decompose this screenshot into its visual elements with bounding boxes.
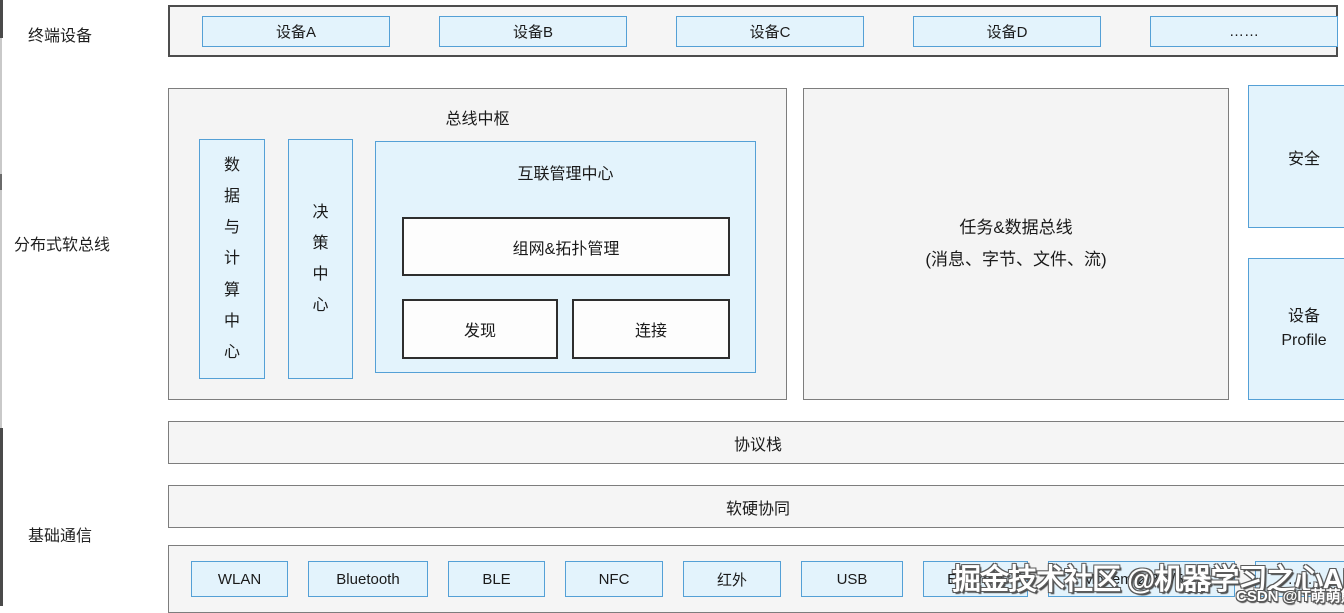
data-compute-center-box: 数 据 与 计 算 中 心 <box>199 139 265 379</box>
discovery-box: 发现 <box>402 299 558 359</box>
device-profile-box: 设备 Profile <box>1248 258 1344 400</box>
label-distributed-softbus: 分布式软总线 <box>14 237 111 254</box>
bus-hub-container: 总线中枢 数 据 与 计 算 中 心 决 策 中 心 互联管理中心 组网&拓扑管… <box>168 88 787 400</box>
task-data-bus-subtitle: (消息、字节、文件、流) <box>925 250 1107 269</box>
security-box: 安全 <box>1248 85 1344 228</box>
bus-hub-title: 总线中枢 <box>445 111 510 128</box>
task-data-bus-container: 任务&数据总线 (消息、字节、文件、流) <box>803 88 1229 400</box>
interconnect-mgmt-title: 互联管理中心 <box>517 166 614 183</box>
transport-modem-box: Modem(2/3/4/5G) <box>1048 561 1235 597</box>
transport-infrared-box: 红外 <box>683 561 781 597</box>
connection-box: 连接 <box>572 299 730 359</box>
hw-sw-collaboration-bar: 软硬协同 <box>168 485 1344 528</box>
label-basic-communication: 基础通信 <box>28 528 93 545</box>
transport-usb-box: USB <box>801 561 903 597</box>
left-edge-line <box>0 0 2 606</box>
watermark-juejin: 掘金技术社区 @机器学习之心AI <box>952 564 1344 596</box>
label-terminal-devices: 终端设备 <box>28 28 93 45</box>
task-data-bus-title: 任务&数据总线 <box>959 217 1073 237</box>
device-d-box: 设备D <box>913 15 1101 47</box>
device-a-box: 设备A <box>202 15 390 47</box>
transport-bluetooth-box: Bluetooth <box>308 561 428 597</box>
decision-center-box: 决 策 中 心 <box>288 139 353 379</box>
transport-ethernet-box: Ethernet <box>923 561 1028 597</box>
transport-ble-box: BLE <box>448 561 545 597</box>
transport-more-box: …… <box>1255 561 1344 597</box>
left-edge-mark-top <box>0 0 3 38</box>
device-b-box: 设备B <box>439 15 627 47</box>
device-c-box: 设备C <box>676 15 864 47</box>
transport-nfc-box: NFC <box>565 561 663 597</box>
networking-topology-box: 组网&拓扑管理 <box>402 217 730 276</box>
left-edge-mark-mid <box>0 174 2 190</box>
transport-wlan-box: WLAN <box>191 561 288 597</box>
device-more-box: …… <box>1150 15 1338 47</box>
watermark-csdn: CSDN @IT萌萌熊 <box>1236 588 1344 605</box>
left-edge-mark-bottom <box>0 428 3 606</box>
transports-container: WLAN Bluetooth BLE NFC 红外 USB Ethernet M… <box>168 545 1344 613</box>
terminal-devices-container: 设备A 设备B 设备C 设备D …… <box>168 5 1338 57</box>
protocol-stack-bar: 协议栈 <box>168 421 1344 464</box>
interconnect-mgmt-center: 互联管理中心 组网&拓扑管理 发现 连接 <box>375 141 756 373</box>
